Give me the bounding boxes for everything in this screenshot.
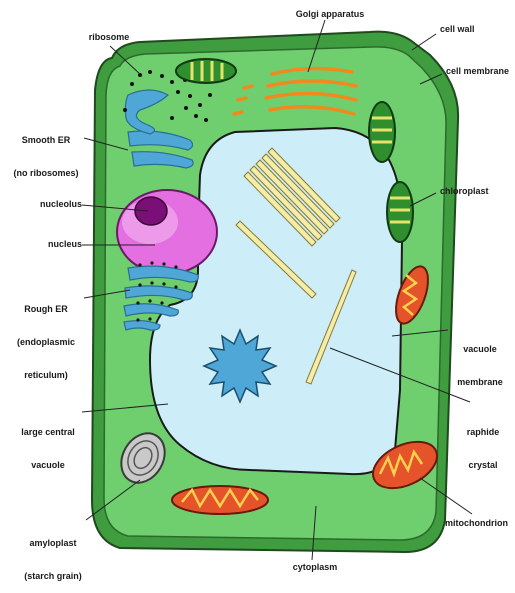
label-chloroplast: chloroplast — [440, 186, 489, 197]
label-amyloplast: amyloplast (starch grain) — [10, 516, 96, 593]
label-large-central-vacuole-line1: large central — [8, 427, 88, 438]
label-large-central-vacuole-line2: vacuole — [8, 460, 88, 471]
label-raphide-crystal: raphide crystal — [455, 405, 511, 482]
label-rough-er-line1: Rough ER — [6, 304, 86, 315]
label-ribosome: ribosome — [74, 32, 144, 43]
label-rough-er: Rough ER (endoplasmic reticulum) — [6, 282, 86, 392]
chloroplast-right-2 — [387, 182, 413, 242]
label-nucleus: nucleus — [14, 239, 82, 250]
chloroplast-top — [176, 59, 236, 83]
label-vacuole-membrane: vacuole membrane — [448, 322, 512, 399]
label-nucleolus: nucleolus — [14, 199, 82, 210]
chloroplast-right-1 — [369, 102, 395, 162]
label-raphide-crystal-line1: raphide — [455, 427, 511, 438]
label-golgi-apparatus: Golgi apparatus — [285, 9, 375, 20]
label-vacuole-membrane-line2: membrane — [448, 377, 512, 388]
nucleolus — [135, 197, 167, 225]
label-cell-membrane: cell membrane — [446, 66, 509, 77]
label-rough-er-line3: reticulum) — [6, 370, 86, 381]
label-smooth-er: Smooth ER (no ribosomes) — [6, 113, 86, 190]
label-rough-er-line2: (endoplasmic — [6, 337, 86, 348]
label-large-central-vacuole: large central vacuole — [8, 405, 88, 482]
label-raphide-crystal-line2: crystal — [455, 460, 511, 471]
mitochondrion-bottom — [172, 486, 268, 514]
label-mitochondrion: mitochondrion — [445, 518, 508, 529]
label-cytoplasm: cytoplasm — [275, 562, 355, 573]
label-vacuole-membrane-line1: vacuole — [448, 344, 512, 355]
label-cell-wall: cell wall — [440, 24, 475, 35]
label-smooth-er-line2: (no ribosomes) — [6, 168, 86, 179]
label-smooth-er-line1: Smooth ER — [6, 135, 86, 146]
label-amyloplast-line1: amyloplast — [10, 538, 96, 549]
